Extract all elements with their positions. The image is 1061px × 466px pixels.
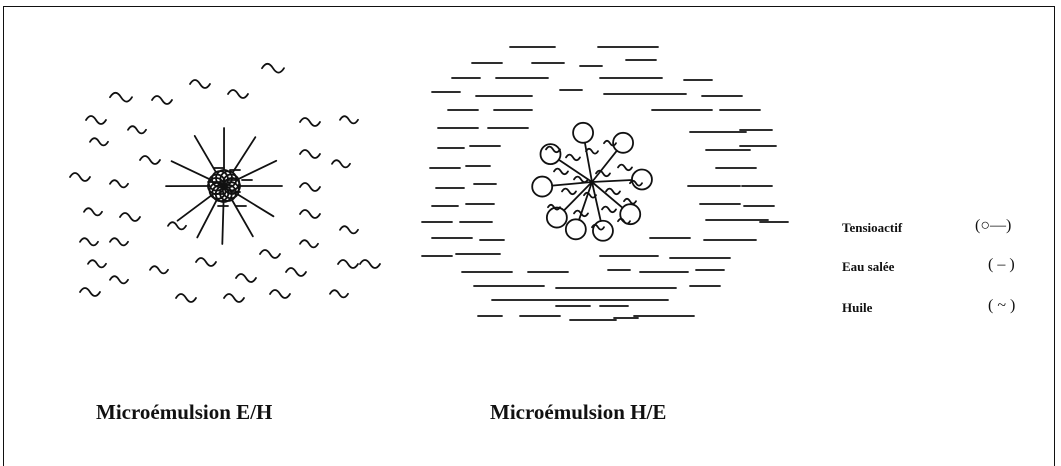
- tilde-mark: [86, 116, 106, 124]
- tilde-mark: [624, 199, 636, 204]
- tilde-icon: ( ~ ): [988, 297, 1015, 315]
- tilde-mark: [110, 238, 128, 245]
- tilde-mark: [90, 138, 108, 145]
- tilde-mark: [330, 290, 348, 297]
- tilde-mark: [80, 288, 100, 296]
- tilde-mark: [566, 155, 580, 161]
- tilde-mark: [110, 93, 132, 102]
- surfactant-tail: [222, 202, 223, 244]
- tilde-mark: [88, 260, 106, 267]
- tilde-mark: [300, 150, 320, 158]
- tilde-mark: [236, 274, 256, 282]
- tilde-mark: [128, 126, 146, 133]
- tilde-mark: [84, 208, 102, 215]
- tilde-mark: [80, 238, 98, 245]
- tilde-mark: [300, 118, 320, 126]
- tilde-mark: [606, 189, 620, 195]
- tilde-mark: [260, 250, 280, 258]
- tilde-mark: [152, 96, 172, 104]
- caption-eh: Microémulsion E/H: [96, 400, 272, 425]
- tilde-mark: [602, 207, 616, 213]
- surfactant-tail: [197, 200, 216, 237]
- surfactant-tail: [195, 136, 216, 172]
- surfactant-tail: [592, 151, 617, 182]
- water-phase-dashes: [422, 47, 788, 320]
- tilde-mark: [340, 226, 358, 233]
- legend-label-salt-water: Eau salée: [842, 259, 894, 275]
- reverse-micelle: [166, 128, 282, 244]
- surfactant-head: [566, 219, 586, 239]
- surfactant-tail: [233, 137, 256, 172]
- tilde-mark: [618, 165, 632, 171]
- tilde-mark: [338, 260, 358, 268]
- tilde-mark: [168, 222, 186, 229]
- tilde-mark: [224, 294, 244, 302]
- tilde-mark: [176, 294, 196, 302]
- surfactant-head: [547, 208, 567, 228]
- tilde-mark: [586, 149, 598, 154]
- tilde-mark: [70, 173, 90, 181]
- tilde-mark: [110, 180, 128, 187]
- surfactant-tail: [238, 161, 276, 179]
- legend-label-oil: Huile: [842, 300, 872, 316]
- surfactant-icon: (○—): [975, 217, 1011, 235]
- tilde-mark: [300, 210, 320, 218]
- tilde-mark: [262, 64, 284, 73]
- surfactant-tail: [592, 180, 632, 182]
- tilde-mark: [190, 80, 210, 88]
- tilde-mark: [286, 268, 306, 276]
- surfactant-tail: [552, 182, 592, 186]
- surfactant-tail: [172, 161, 210, 179]
- tilde-mark: [150, 266, 168, 273]
- tilde-mark: [300, 240, 318, 247]
- tilde-mark: [300, 183, 320, 191]
- tilde-mark: [140, 156, 160, 164]
- dash-icon: ( – ): [988, 256, 1015, 274]
- tilde-mark: [110, 276, 128, 283]
- tilde-mark: [196, 258, 216, 266]
- tilde-mark: [360, 260, 380, 268]
- tilde-mark: [554, 169, 568, 175]
- tilde-mark: [340, 116, 358, 123]
- legend-label-surfactant: Tensioactif: [842, 220, 902, 236]
- surfactant-head: [573, 123, 593, 143]
- caption-he: Microémulsion H/E: [490, 400, 666, 425]
- tilde-mark: [270, 290, 290, 298]
- tilde-mark: [562, 189, 576, 195]
- surfactant-head: [632, 170, 652, 190]
- surfactant-head: [593, 221, 613, 241]
- tilde-mark: [228, 90, 248, 98]
- tilde-mark: [120, 213, 140, 221]
- surfactant-tail: [178, 196, 212, 221]
- surfactant-head: [532, 177, 552, 197]
- tilde-mark: [332, 160, 350, 167]
